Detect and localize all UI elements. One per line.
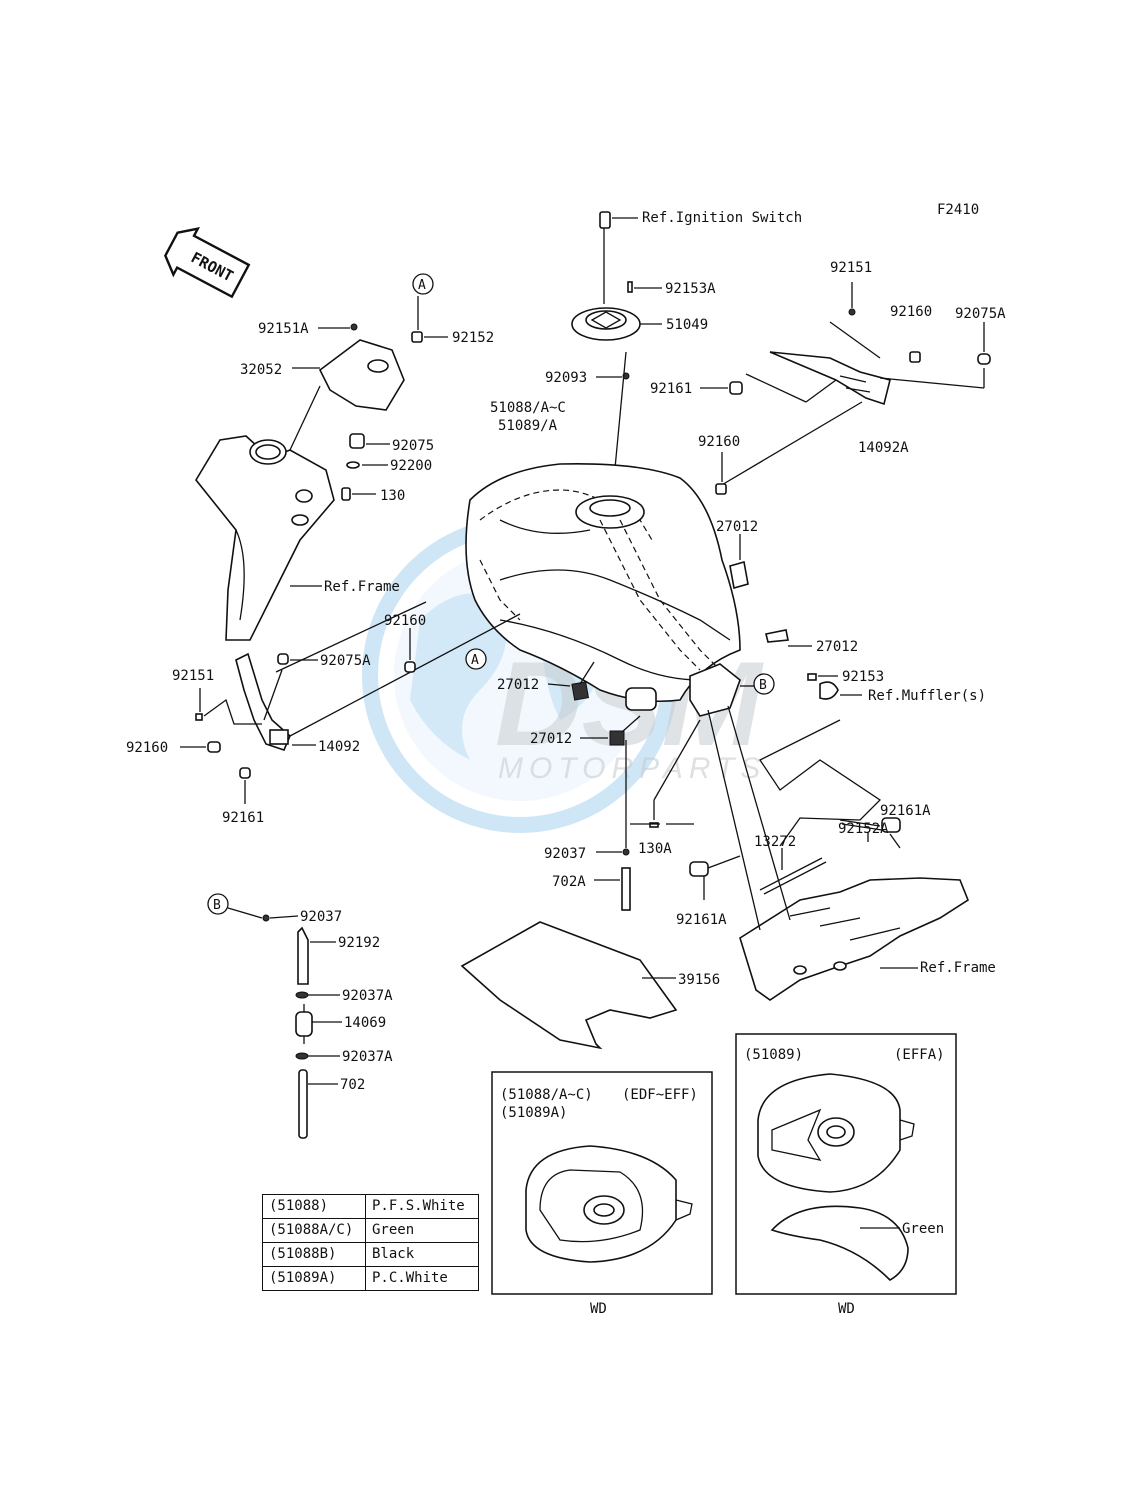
color-table: (51088) P.F.S.White (51088A/C) Green (51…	[262, 1194, 479, 1291]
label-27012-c: 27012	[497, 677, 539, 693]
svg-text:A: A	[471, 653, 479, 668]
pad-39156	[460, 921, 678, 1050]
label-ref-frame-left: Ref.Frame	[324, 579, 400, 595]
label-39156: 39156	[678, 972, 720, 988]
table-row: (51089A) P.C.White	[262, 1266, 479, 1291]
inset-right-caption: WD	[838, 1301, 855, 1317]
label-92093: 92093	[545, 370, 587, 386]
callout-a-top: A	[412, 273, 434, 295]
inset-right-green: Green	[902, 1221, 944, 1237]
label-92152a: 92152A	[838, 821, 889, 837]
label-92160-left-low: 92160	[126, 740, 168, 756]
pads-27012	[547, 661, 657, 746]
label-14069: 14069	[344, 1015, 386, 1031]
bracket-14092	[180, 601, 521, 804]
table-cell-color: P.F.S.White	[365, 1194, 479, 1219]
rear-tank-bracket	[689, 534, 862, 717]
inset-right-code: (EFFA)	[894, 1047, 945, 1063]
label-14092: 14092	[318, 739, 360, 755]
fuel-cap-assembly	[571, 211, 662, 501]
svg-text:B: B	[213, 898, 221, 913]
label-92075: 92075	[392, 438, 434, 454]
label-ref-ignition-switch: Ref.Ignition Switch	[642, 210, 802, 226]
table-cell-color: Green	[365, 1218, 479, 1243]
label-32052: 32052	[240, 362, 282, 378]
label-92161a-mid: 92161A	[676, 912, 727, 928]
label-92037a-lower: 92037A	[342, 1049, 393, 1065]
label-92151-left: 92151	[172, 668, 214, 684]
svg-text:A: A	[418, 278, 426, 293]
label-702a: 702A	[552, 874, 586, 890]
label-92160-left: 92160	[384, 613, 426, 629]
table-cell-part: (51088)	[262, 1194, 366, 1219]
rear-frame	[594, 705, 969, 1001]
figure-code: F2410	[937, 202, 979, 218]
inset-right-line1: (51089)	[744, 1047, 803, 1063]
label-92161a-right: 92161A	[880, 803, 931, 819]
label-92200: 92200	[390, 458, 432, 474]
left-frame	[195, 435, 335, 641]
label-27012-d: 27012	[530, 731, 572, 747]
table-row: (51088B) Black	[262, 1242, 479, 1267]
inset-left-code: (EDF~EFF)	[622, 1087, 698, 1103]
label-92151a: 92151A	[258, 321, 309, 337]
inset-left: (51088/A~C) (EDF~EFF) (51089A) WD	[491, 1071, 713, 1317]
label-130a: 130A	[638, 841, 672, 857]
inset-left-line1: (51088/A~C)	[500, 1087, 593, 1103]
table-cell-part: (51089A)	[262, 1266, 366, 1291]
label-92075a-top-right: 92075A	[955, 306, 1006, 322]
callout-b-left: B	[207, 893, 229, 915]
label-27012-a: 27012	[716, 519, 758, 535]
label-92075a-left: 92075A	[320, 653, 371, 669]
label-51049: 51049	[666, 317, 708, 333]
inset-left-caption: WD	[590, 1301, 607, 1317]
label-92153a: 92153A	[665, 281, 716, 297]
table-cell-part: (51088A/C)	[262, 1218, 366, 1243]
svg-text:B: B	[759, 678, 767, 693]
label-92152: 92152	[452, 330, 494, 346]
label-ref-frame-right: Ref.Frame	[920, 960, 996, 976]
table-row: (51088) P.F.S.White	[262, 1194, 479, 1219]
label-92161-left: 92161	[222, 810, 264, 826]
label-13272: 13272	[754, 834, 796, 850]
left-bracket-32052	[289, 296, 448, 501]
label-92192: 92192	[338, 935, 380, 951]
table-cell-color: Black	[365, 1242, 479, 1267]
label-ref-mufflers: Ref.Muffler(s)	[868, 688, 986, 704]
label-92153: 92153	[842, 669, 884, 685]
label-92160-mid: 92160	[698, 434, 740, 450]
label-27012-b: 27012	[816, 639, 858, 655]
inset-right: (51089) (EFFA) Green WD	[735, 1033, 957, 1317]
callout-b-right: B	[753, 673, 775, 695]
inset-left-line2: (51089A)	[500, 1105, 567, 1121]
label-51088: 51088/A~C	[490, 400, 566, 416]
front-arrow: FRONT	[164, 227, 251, 299]
table-cell-color: P.C.White	[365, 1266, 479, 1291]
callout-a-mid: A	[465, 648, 487, 670]
label-92160-top-right: 92160	[890, 304, 932, 320]
label-92037a-upper: 92037A	[342, 988, 393, 1004]
label-92161-top: 92161	[650, 381, 692, 397]
label-51089: 51089/A	[498, 418, 558, 434]
label-92151-top-right: 92151	[830, 260, 872, 276]
watermark-sub: MOTORPARTS	[498, 752, 766, 785]
fuel-tank	[465, 462, 741, 703]
label-92037-hose: 92037	[300, 909, 342, 925]
label-92037: 92037	[544, 846, 586, 862]
bracket-14092a	[700, 282, 991, 495]
label-702: 702	[340, 1077, 365, 1093]
hose-assembly	[227, 907, 342, 1139]
label-14092a: 14092A	[858, 440, 909, 456]
table-row: (51088A/C) Green	[262, 1218, 479, 1243]
table-cell-part: (51088B)	[262, 1242, 366, 1267]
label-130: 130	[380, 488, 405, 504]
